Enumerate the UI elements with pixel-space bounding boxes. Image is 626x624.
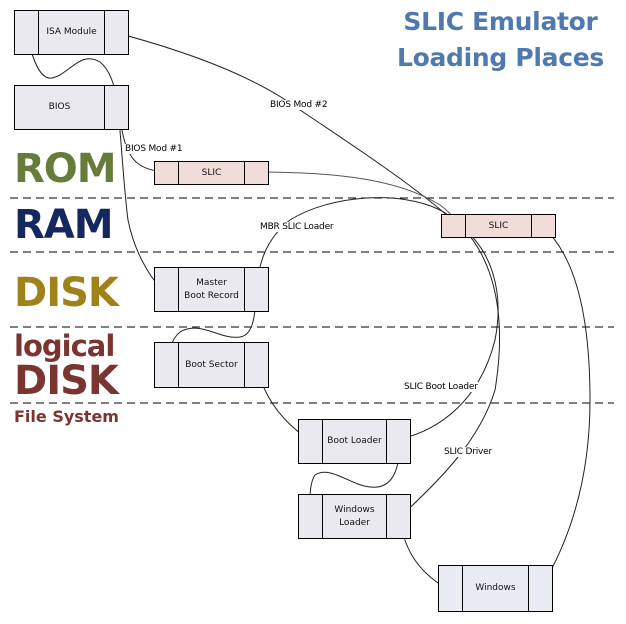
box-port-left [15, 11, 39, 54]
box-isa-module: ISA Module [14, 10, 129, 55]
title-line-2: Loading Places [396, 43, 604, 72]
layer-label-rom: ROM [14, 146, 117, 192]
box-boot-sector: Boot Sector [154, 342, 269, 388]
box-port-right [531, 215, 555, 237]
layer-label-logical: logical [14, 329, 115, 363]
edge-label-bios-mod-2: BIOS Mod #2 [270, 100, 328, 110]
box-port-left [439, 566, 463, 611]
box-label-line-1: Windows [334, 504, 375, 515]
box-port-right [528, 566, 552, 611]
box-label: SLIC [201, 167, 222, 178]
box-port-right [104, 86, 128, 129]
box-slic-rom: SLIC [154, 161, 269, 185]
box-port-left [442, 215, 466, 237]
box-port-right [386, 495, 410, 538]
box-slic-ram: SLIC [441, 214, 556, 238]
box-label-line-2: Boot Record [184, 290, 239, 301]
box-port-left [155, 343, 179, 387]
box-label: Windows [475, 583, 516, 593]
edge-label-mbr-slic-loader: MBR SLIC Loader [260, 222, 334, 232]
box-bios: BIOS [14, 85, 129, 130]
edge-isa-to-bios [25, 28, 119, 109]
layer-label-file-system: File System [14, 407, 119, 426]
title-line-1: SLIC Emulator [403, 7, 598, 36]
box-port-right [386, 420, 410, 463]
edge-slic-driver [399, 229, 501, 518]
edge-mbr-slic-loader [256, 197, 459, 291]
box-port-right [104, 11, 128, 54]
edge-label-slic-boot-loader: SLIC Boot Loader [404, 382, 478, 392]
box-label-line-1: Master [196, 277, 227, 288]
layer-separators [10, 197, 614, 404]
edge-bios-to-mbr [117, 107, 164, 292]
layer-label-logical-disk: DISK [14, 358, 119, 404]
box-port-right [244, 162, 268, 184]
box-port-left [299, 420, 323, 463]
box-port-right [244, 343, 268, 387]
box-label: BIOS [48, 102, 71, 112]
diagram-title: SLIC Emulator Loading Places [397, 4, 604, 76]
box-port-right [244, 268, 268, 311]
layer-label-disk: DISK [14, 270, 119, 316]
box-windows: Windows [438, 565, 553, 612]
box-boot-loader: Boot Loader [298, 419, 411, 464]
layer-label-ram: RAM [14, 202, 114, 248]
box-label-line-2: Loader [339, 517, 370, 528]
box-label: ISA Module [46, 27, 97, 37]
edge-slic-boot-loader [399, 227, 499, 440]
box-label: Boot Sector [185, 359, 238, 370]
edge-boot-loader-to-windows-loader [305, 438, 401, 513]
edge-label-slic-driver: SLIC Driver [444, 447, 493, 457]
box-label: Boot Loader [327, 436, 382, 446]
box-port-left [155, 162, 179, 184]
edge-label-bios-mod-1: BIOS Mod #1 [125, 144, 183, 154]
box-port-left [299, 495, 323, 538]
box-label: SLIC [488, 220, 509, 231]
box-port-left [155, 268, 179, 311]
edge-slic-ram-to-windows [540, 226, 591, 589]
